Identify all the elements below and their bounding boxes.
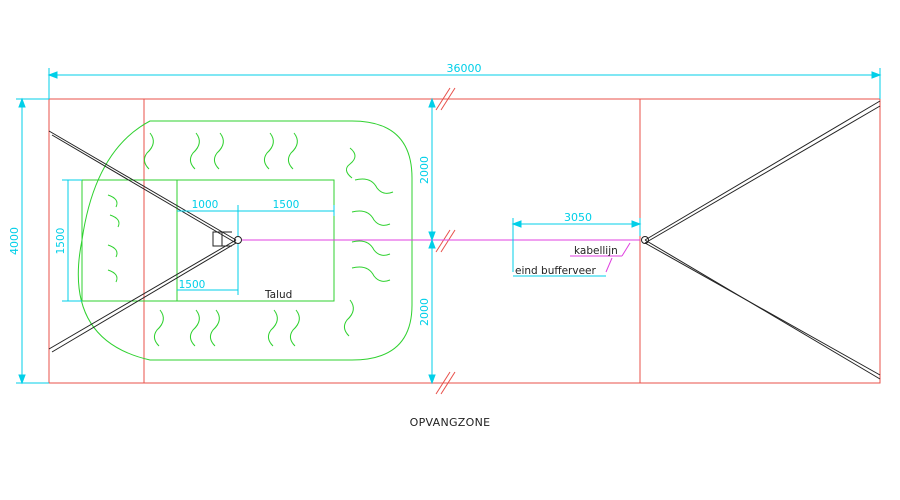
hachure-mark xyxy=(267,309,278,347)
dim-arrow xyxy=(631,220,642,228)
hachure-mark xyxy=(107,269,118,283)
dim-arrow xyxy=(428,231,436,242)
hachure-mark xyxy=(107,244,118,258)
zone-outline xyxy=(48,87,881,395)
dim-lower-half: 2000 xyxy=(418,298,431,326)
dim-cable-distance: 3050 xyxy=(564,211,592,224)
hachure-mark xyxy=(289,309,300,347)
cable-structure xyxy=(48,100,881,380)
dimension-lines xyxy=(16,68,882,385)
dim-arrow xyxy=(18,97,26,108)
anchor-ring-right xyxy=(641,236,649,244)
dim-arrow xyxy=(47,71,58,79)
kabellijn-leader xyxy=(621,242,631,257)
dim-arrow xyxy=(428,238,436,249)
anchor-block xyxy=(212,231,223,247)
hachure-mark xyxy=(351,210,391,226)
cable-left-lower xyxy=(48,239,237,350)
hachure-mark xyxy=(351,266,391,282)
cable-left-upper xyxy=(48,130,237,241)
break-mark-bottom-2 xyxy=(440,371,456,395)
hachure-mark xyxy=(107,194,118,208)
label-kabellijn: kabellijn xyxy=(574,245,618,257)
hachure-mark xyxy=(213,132,224,170)
anchor-ring-left xyxy=(234,236,242,244)
hachure-mark xyxy=(287,132,298,170)
dim-total-width: 4000 xyxy=(8,227,21,255)
hachure-mark xyxy=(354,178,394,194)
dim-arrow xyxy=(428,97,436,108)
dim-arrow xyxy=(18,374,26,385)
hachure-mark xyxy=(143,132,154,170)
dim-offset-left: 1000 xyxy=(192,199,219,211)
break-mark-top-2 xyxy=(440,87,456,111)
dim-total-length: 36000 xyxy=(447,62,482,75)
hachure-mark xyxy=(346,147,356,179)
cable-left-lower-inner xyxy=(51,242,237,353)
break-mark-top-1 xyxy=(435,87,451,111)
break-mark-center-2 xyxy=(440,229,456,253)
cable-line xyxy=(242,239,640,273)
drawing-caption: OPVANGZONE xyxy=(409,416,491,429)
cable-left-upper-inner xyxy=(51,134,237,244)
hachure-mark xyxy=(189,309,200,347)
hachure-mark xyxy=(343,299,354,337)
dim-arrow xyxy=(511,220,522,228)
dim-upper-half: 2000 xyxy=(418,156,431,184)
dim-arrow xyxy=(428,374,436,385)
hachure-mark xyxy=(351,240,391,256)
hachure-mark xyxy=(189,132,200,170)
hachure-mark xyxy=(109,214,120,228)
label-talud: Talud xyxy=(264,289,292,301)
bufferveer-leader xyxy=(605,257,613,273)
cable-right-lower-inner xyxy=(644,242,881,376)
cable-right-upper xyxy=(644,100,881,241)
dim-offset-right: 1500 xyxy=(273,199,300,211)
hachure-mark xyxy=(263,132,274,170)
break-mark-center-1 xyxy=(435,229,451,253)
dim-zone-width: 1500 xyxy=(55,228,67,255)
dim-arrow xyxy=(871,71,882,79)
hachure-mark xyxy=(153,309,164,347)
talud-outer-boundary xyxy=(77,120,413,361)
dim-offset-lower: 1500 xyxy=(179,279,206,291)
cable-right-upper-inner xyxy=(644,105,881,244)
break-mark-bottom-1 xyxy=(435,371,451,395)
label-eind-bufferveer: eind bufferveer xyxy=(515,265,596,277)
hachure-mark xyxy=(209,309,220,347)
zone-rectangle xyxy=(48,98,881,384)
